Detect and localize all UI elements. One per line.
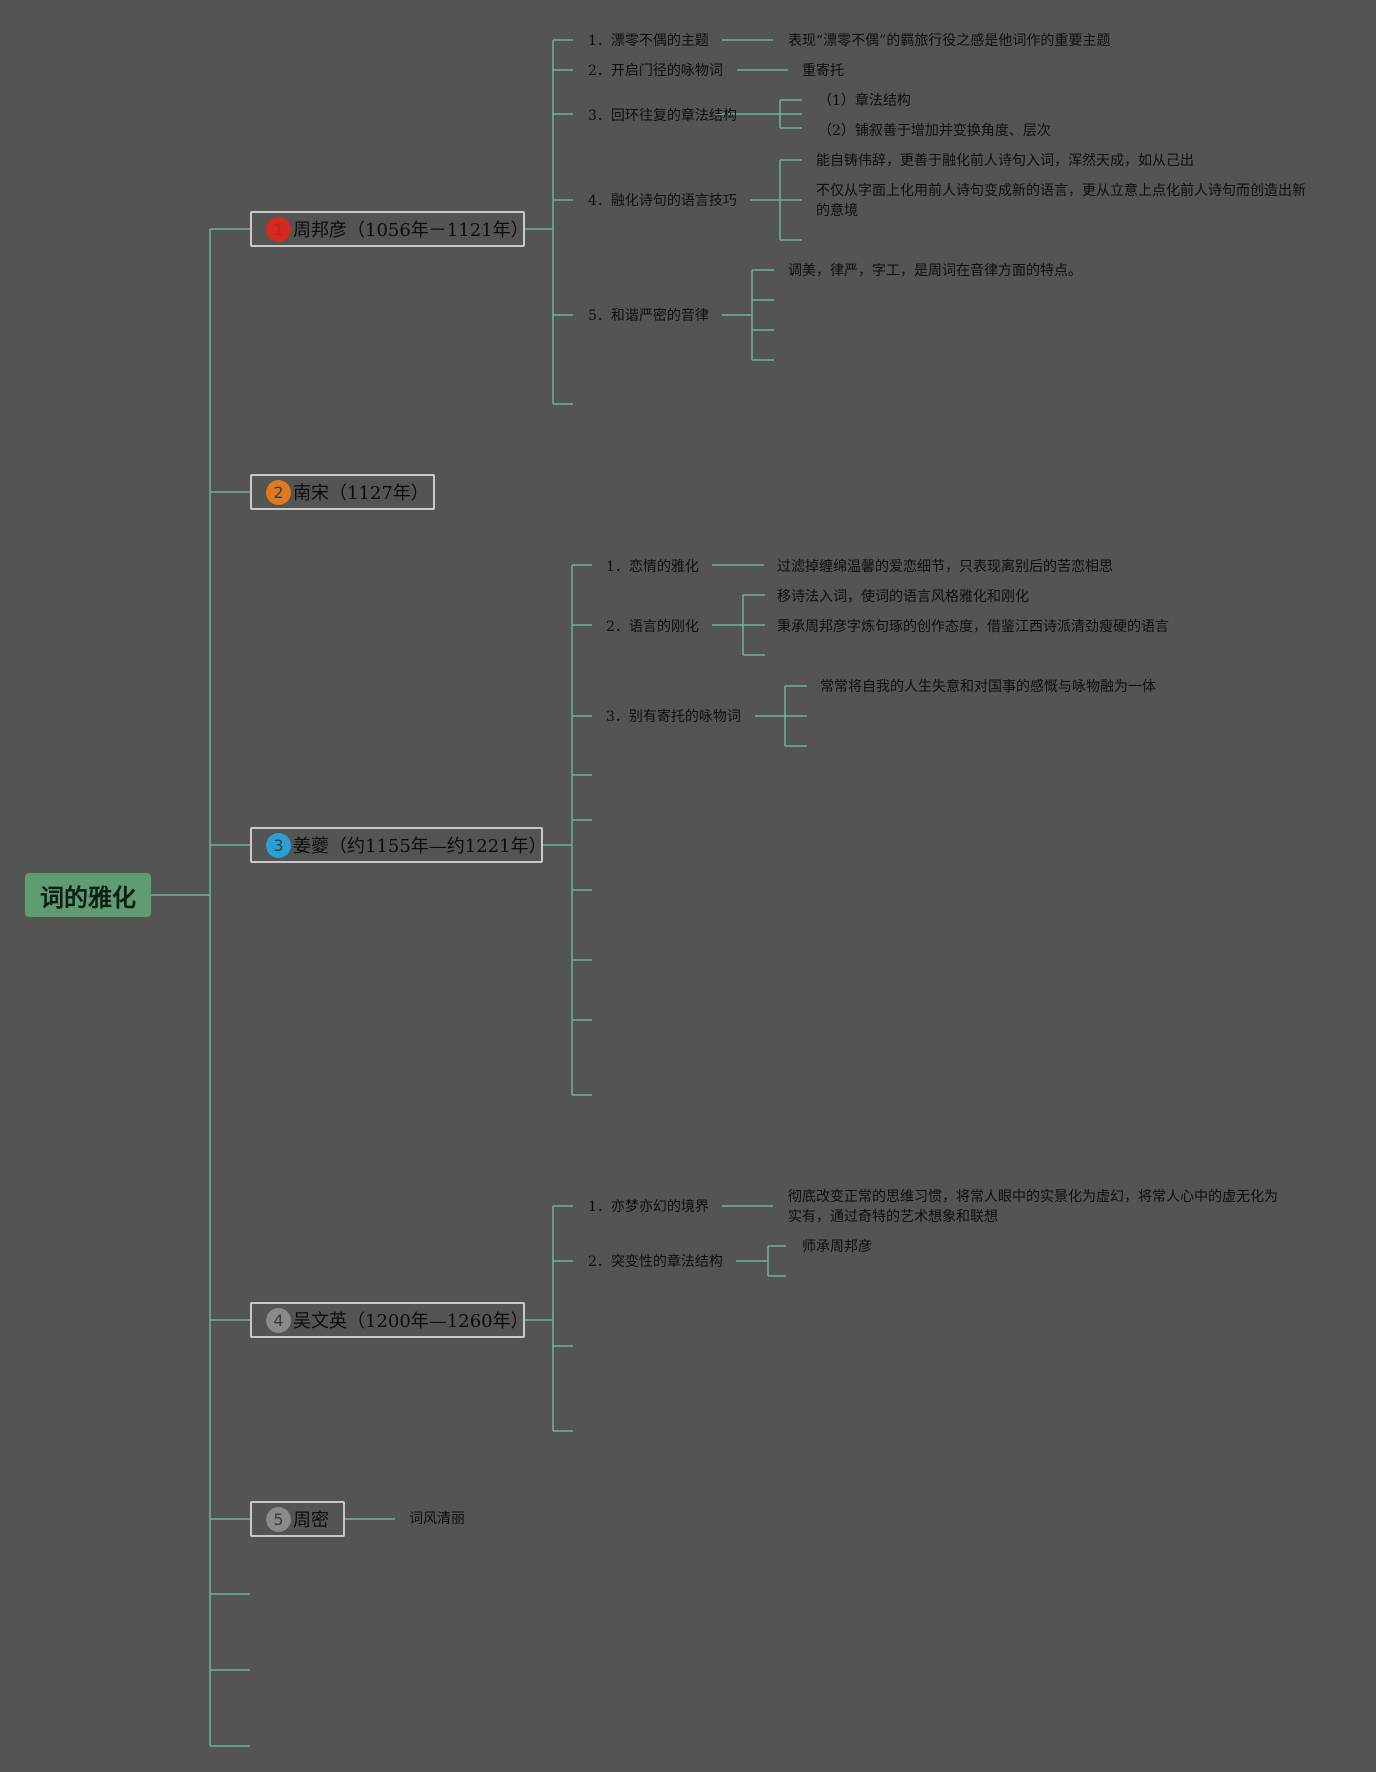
topic-3-2[interactable]: 2．语言的刚化 bbox=[606, 619, 699, 635]
topic-1-1[interactable]: 1．漂零不偶的主题 bbox=[588, 33, 709, 49]
detail-3-2-1: 移诗法入词，使词的语言风格雅化和刚化 bbox=[777, 589, 1029, 605]
number-badge-3: 3 bbox=[266, 832, 291, 858]
topic-1-3[interactable]: 3．回环往复的章法结构 bbox=[588, 108, 737, 124]
detail-4-1-1: 彻底改变正常的思维习惯，将常人眼中的实景化为虚幻，将常人心中的虚无化为实有，通过… bbox=[788, 1189, 1278, 1225]
topic-1-5[interactable]: 5．和谐严密的音律 bbox=[588, 308, 709, 324]
topic-4-1[interactable]: 1．亦梦亦幻的境界 bbox=[588, 1199, 709, 1215]
root-title: 词的雅化 bbox=[40, 883, 136, 912]
detail-1-4-1: 能自铸伟辞，更善于融化前人诗句入词，浑然天成，如从己出 bbox=[816, 153, 1194, 169]
detail-1-2-1: 重寄托 bbox=[802, 63, 844, 79]
branch-label: 南宋（1127年） bbox=[293, 483, 429, 504]
topic-1-2[interactable]: 2．开启门径的咏物词 bbox=[588, 63, 723, 79]
detail-1-4-2: 不仅从字面上化用前人诗句变成新的语言，更从立意上点化前人诗句而创造出新的意境 bbox=[816, 183, 1306, 219]
number-badge-5: 5 bbox=[266, 1506, 291, 1532]
detail-3-2-2: 秉承周邦彦字炼句琢的创作态度，借鉴江西诗派清劲瘦硬的语言 bbox=[777, 619, 1169, 635]
detail-1-3-1: （1）章法结构 bbox=[818, 93, 911, 109]
detail-1-3-2: （2）铺叙善于增加并变换角度、层次 bbox=[818, 123, 1051, 139]
topic-3-1[interactable]: 1．恋情的雅化 bbox=[606, 559, 699, 575]
branch-label: 周邦彦（1056年－1121年） bbox=[293, 220, 529, 241]
number-badge-4: 4 bbox=[266, 1307, 291, 1333]
topic-3-3[interactable]: 3．别有寄托的咏物词 bbox=[606, 709, 741, 725]
topic-4-2[interactable]: 2．突变性的章法结构 bbox=[588, 1254, 723, 1270]
detail-5-1: 词风清丽 bbox=[409, 1511, 465, 1527]
branch-label: 周密 bbox=[293, 1510, 329, 1531]
number-badge-1: 1 bbox=[266, 216, 291, 242]
branch-label: 吴文英（1200年—1260年） bbox=[293, 1311, 529, 1332]
topic-1-4[interactable]: 4．融化诗句的语言技巧 bbox=[588, 193, 737, 209]
detail-4-2-1: 师承周邦彦 bbox=[802, 1239, 872, 1255]
detail-1-5-1: 调美，律严，字工，是周词在音律方面的特点。 bbox=[788, 263, 1082, 279]
detail-3-1-1: 过滤掉缠绵温馨的爱恋细节，只表现离别后的苦恋相思 bbox=[777, 559, 1113, 575]
root-topic[interactable]: 词的雅化 bbox=[25, 873, 151, 917]
branch-label: 姜夔（约1155年—约1221年） bbox=[293, 836, 547, 857]
detail-1-1-1: 表现“漂零不偶”的羁旅行役之感是他词作的重要主题 bbox=[788, 33, 1111, 49]
detail-3-3-1: 常常将自我的人生失意和对国事的感慨与咏物融为一体 bbox=[820, 679, 1156, 695]
number-badge-2: 2 bbox=[266, 479, 291, 505]
